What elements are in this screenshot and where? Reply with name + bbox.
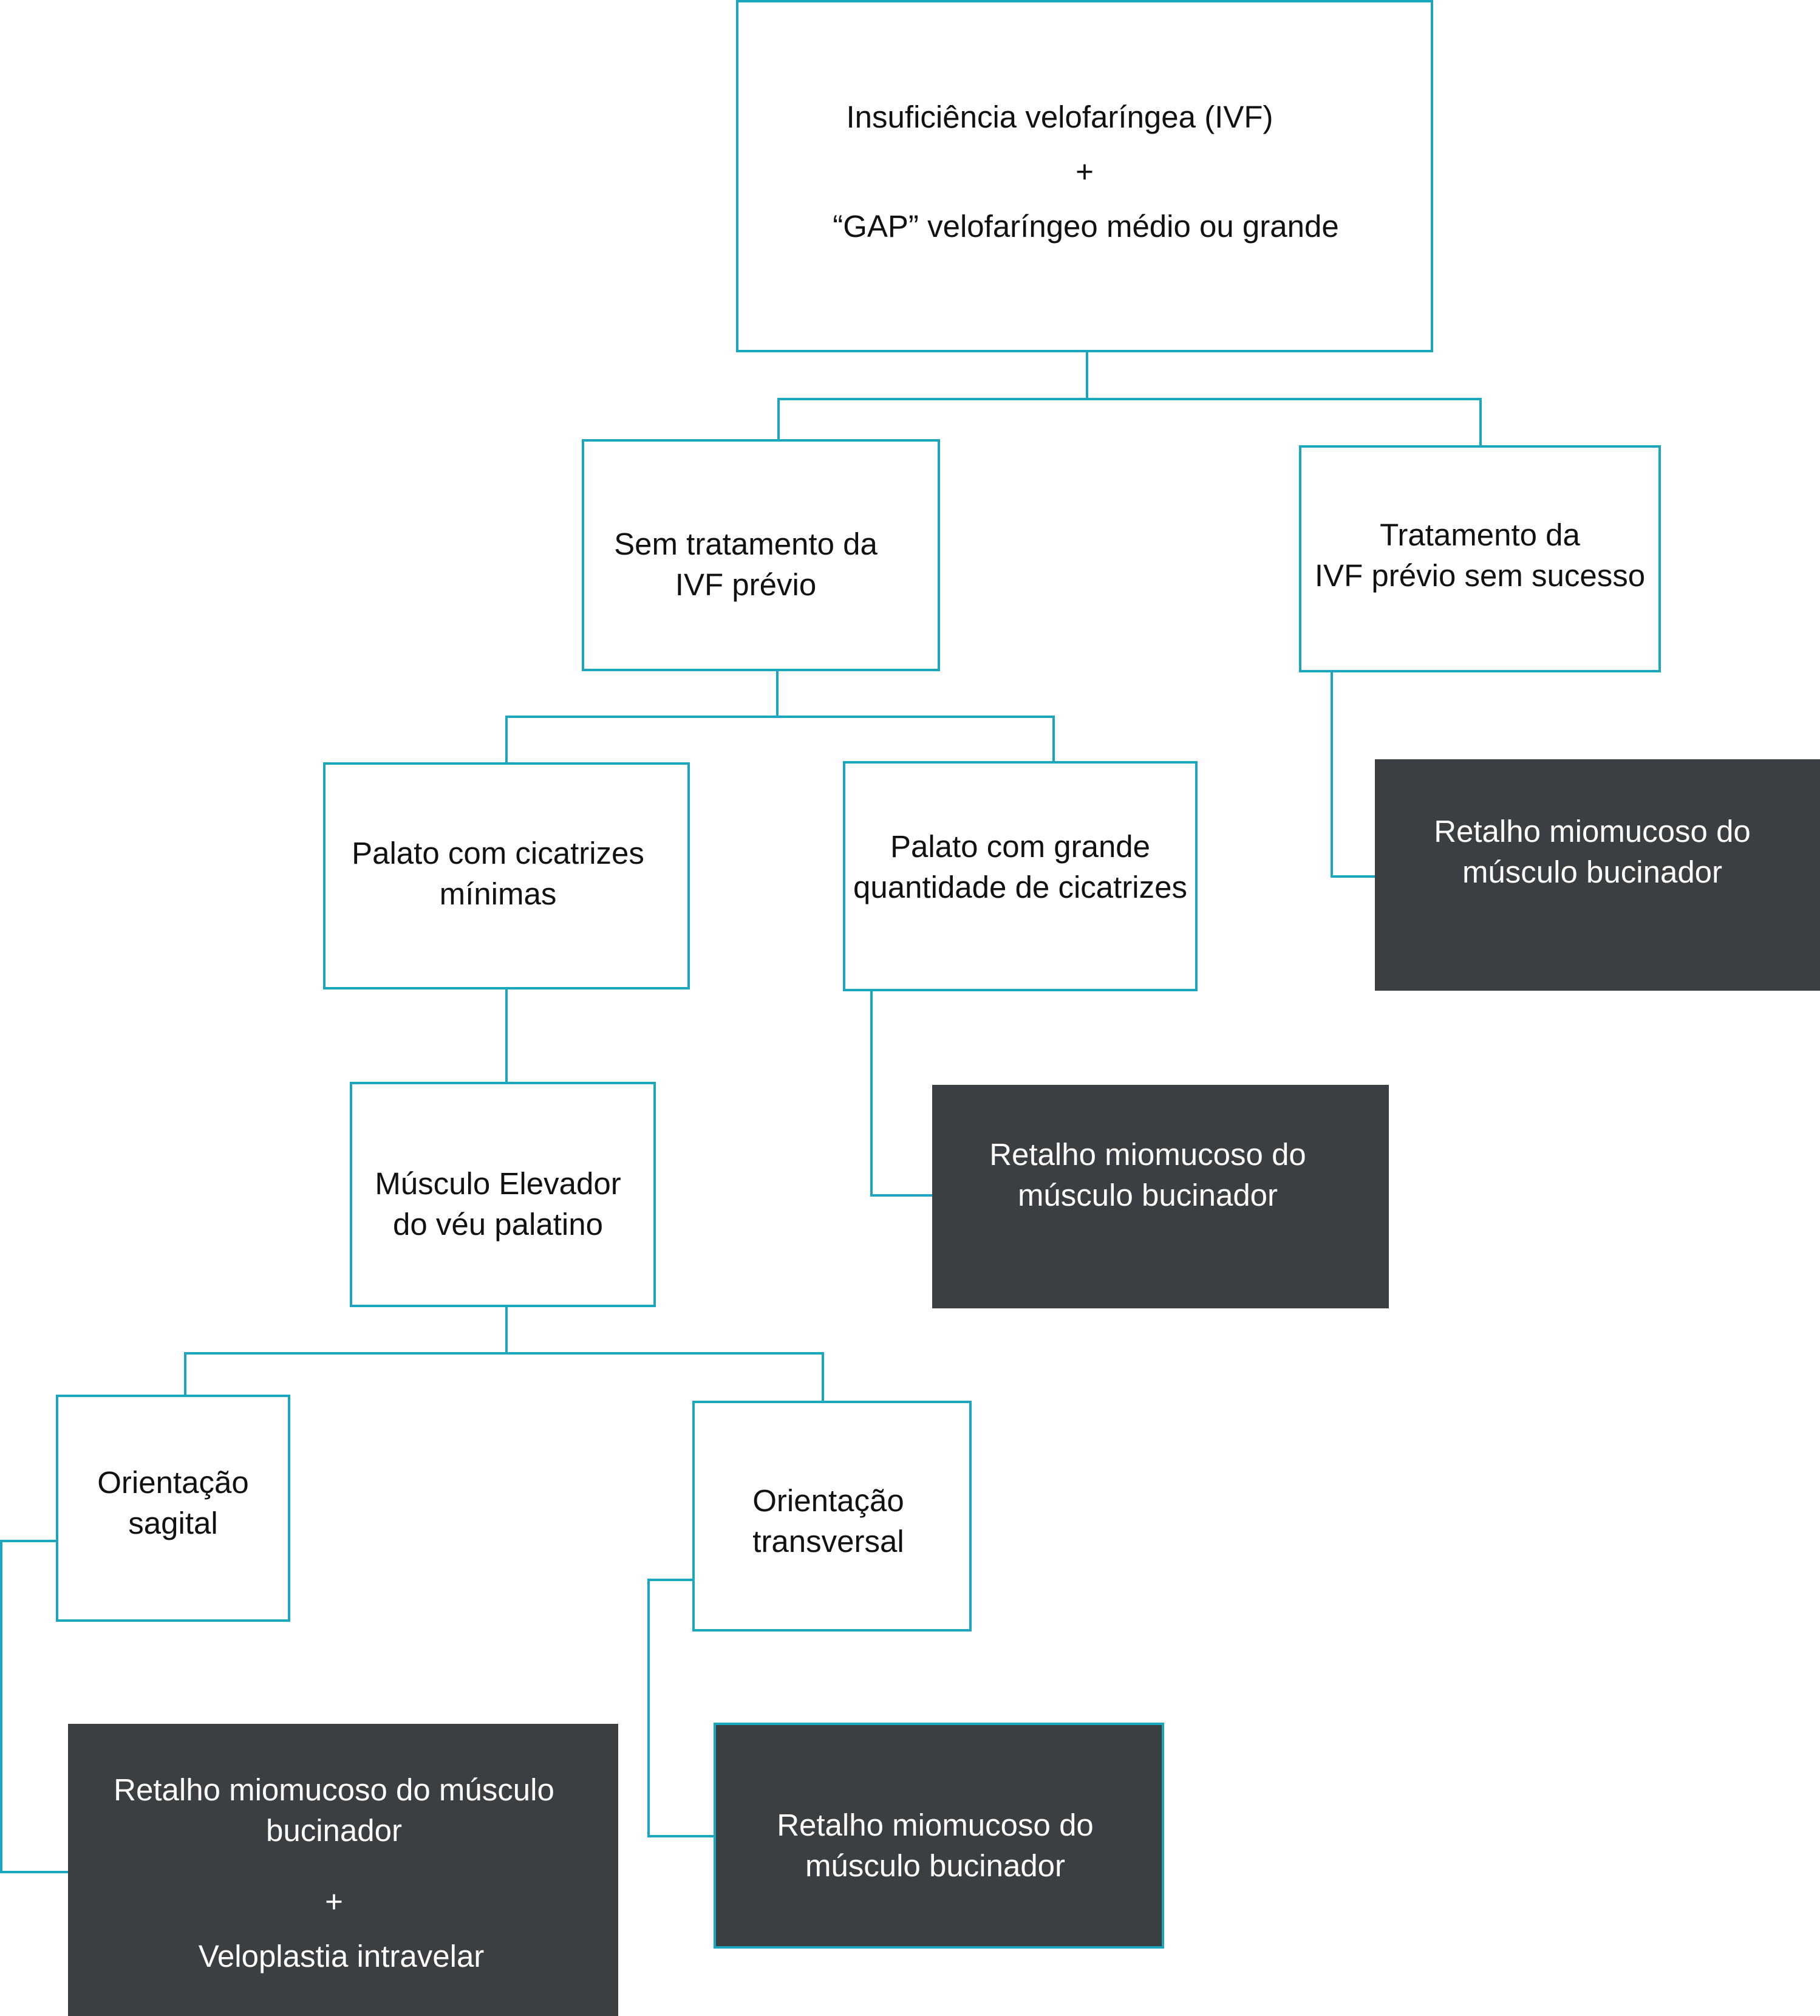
node-minimal-scars-line1: Palato com cicatrizes	[352, 836, 644, 870]
node-minimal-scars-line2: mínimas	[440, 876, 557, 911]
node-result-sagittal-line2: bucinador	[266, 1813, 402, 1848]
node-no-prior-line1: Sem tratamento da	[614, 527, 878, 561]
node-no-prior-line2: IVF prévio	[675, 567, 816, 602]
node-prior-treatment-failed: Tratamento da IVF prévio sem sucesso	[1299, 445, 1661, 672]
node-root-line1: Insuficiência velofaríngea (IVF)	[847, 100, 1273, 134]
node-transverse-orientation: Orientação transversal	[692, 1401, 972, 1632]
node-levator-line1: Músculo Elevador	[375, 1166, 621, 1201]
connector-prior-failed-to-result	[1331, 670, 1376, 878]
connector-sagittal-to-result	[0, 1540, 69, 1873]
node-result-transverse-line1: Retalho miomucoso do	[777, 1808, 1094, 1842]
node-sagittal-line2: sagital	[128, 1506, 217, 1540]
node-result-heavy-scars: Retalho miomucoso do músculo bucinador	[932, 1085, 1389, 1308]
node-prior-failed-line1: Tratamento da	[1380, 518, 1580, 552]
node-heavy-scars: Palato com grande quantidade de cicatriz…	[843, 761, 1198, 991]
node-root-plus: +	[1075, 154, 1094, 189]
node-root-line2: “GAP” velofaríngeo médio ou grande	[833, 209, 1338, 244]
node-result-sagittal-line1: Retalho miomucoso do músculo	[114, 1772, 554, 1807]
node-result-transverse-line2: músculo bucinador	[805, 1848, 1065, 1883]
node-result-sagittal-line3: Veloplastia intravelar	[199, 1939, 485, 1973]
connectors	[0, 350, 1482, 1873]
node-result-prior-failed-line2: músculo bucinador	[1462, 855, 1722, 889]
connector-no-prior-split	[505, 669, 1055, 764]
node-result-sagittal: Retalho miomucoso do músculo bucinador +…	[68, 1724, 618, 2016]
node-sagittal-line1: Orientação	[97, 1465, 248, 1500]
node-result-heavy-scars-line1: Retalho miomucoso do	[989, 1137, 1306, 1172]
node-minimal-scars: Palato com cicatrizes mínimas	[323, 762, 690, 989]
connector-root-split	[777, 350, 1482, 448]
node-heavy-scars-line2: quantidade de cicatrizes	[853, 870, 1187, 904]
node-transverse-line1: Orientação	[752, 1483, 904, 1518]
node-heavy-scars-line1: Palato com grande	[890, 829, 1150, 864]
node-levator-muscle: Músculo Elevador do véu palatino	[350, 1082, 656, 1307]
node-result-prior-failed-line1: Retalho miomucoso do	[1434, 814, 1751, 849]
node-root: Insuficiência velofaríngea (IVF) + “GAP”…	[736, 0, 1433, 352]
connector-levator-split	[184, 1305, 824, 1403]
node-result-transverse: Retalho miomucoso do músculo bucinador	[714, 1723, 1164, 1949]
node-result-sagittal-plus: +	[325, 1884, 343, 1919]
connector-transverse-to-result	[647, 1579, 716, 1837]
node-result-heavy-scars-line2: músculo bucinador	[1018, 1178, 1278, 1212]
node-levator-line2: do véu palatino	[393, 1207, 603, 1242]
node-no-prior-treatment: Sem tratamento da IVF prévio	[582, 439, 940, 671]
node-prior-failed-line2: IVF prévio sem sucesso	[1315, 558, 1645, 593]
connector-heavy-to-result	[870, 989, 933, 1197]
node-transverse-line2: transversal	[752, 1524, 904, 1559]
node-result-prior-failed: Retalho miomucoso do músculo bucinador	[1375, 759, 1820, 991]
node-sagittal-orientation: Orientação sagital	[56, 1395, 290, 1622]
